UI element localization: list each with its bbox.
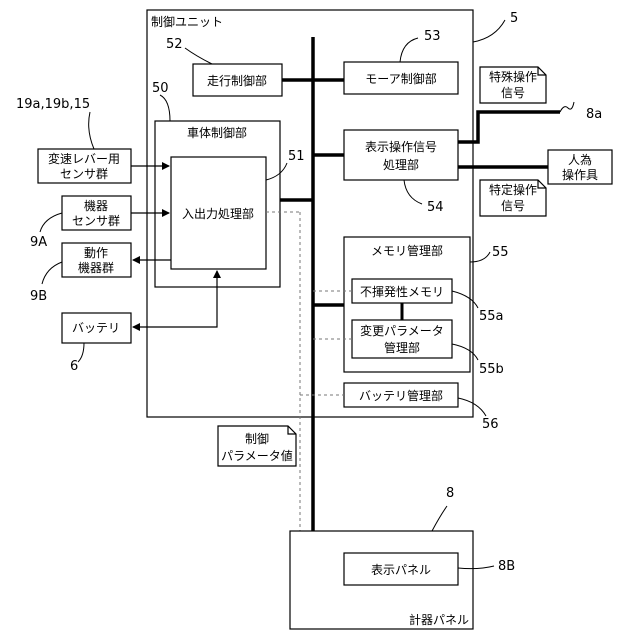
nonvolatile-memory-label: 不揮発性メモリ xyxy=(360,285,444,299)
line-8a-break xyxy=(560,102,574,112)
io-processor-ref: 51 xyxy=(288,149,305,164)
note-special-line-1: 特殊操作 xyxy=(489,69,537,84)
equip-sensor-leader xyxy=(40,213,62,232)
battery-mgmt-label: バッテリ管理部 xyxy=(359,388,443,403)
memory-mgmt-ref: 55 xyxy=(492,245,509,260)
nonvolatile-memory-ref: 55a xyxy=(479,309,504,324)
param-mgmt-ref: 55b xyxy=(479,362,504,377)
human-device-label-2: 操作具 xyxy=(562,167,598,182)
meter-panel-ref: 8 xyxy=(446,486,454,501)
display-signal-label-1: 表示操作信号 xyxy=(365,139,437,154)
equip-sensor-label-1: 機器 xyxy=(84,198,108,213)
human-device-ref: 8a xyxy=(586,107,602,122)
note-params-line-1: 制御 xyxy=(245,431,269,446)
body-control-ref: 50 xyxy=(152,81,169,96)
control-unit-title: 制御ユニット xyxy=(151,14,223,29)
mower-control-ref: 53 xyxy=(424,29,441,44)
actuators-ref: 9B xyxy=(30,289,47,304)
shift-sensor-ref: 19a,19b,15 xyxy=(16,97,90,112)
equip-sensor-ref: 9A xyxy=(30,235,47,250)
note-params-line-2: パラメータ値 xyxy=(221,448,293,463)
shift-sensor-label-1: 変速レバー用 xyxy=(48,151,120,166)
equip-sensor-label-2: センサ群 xyxy=(72,214,120,228)
travel-control-ref: 52 xyxy=(166,37,183,52)
actuators-label-1: 動作 xyxy=(84,246,108,260)
human-device-label-1: 人為 xyxy=(568,153,592,167)
display-panel-ref: 8B xyxy=(498,559,515,574)
meter-panel-title: 計器パネル xyxy=(409,612,469,627)
actuators-leader xyxy=(42,262,62,284)
mower-control-label: モーア制御部 xyxy=(365,71,437,86)
battery-leader xyxy=(78,343,84,362)
body-control-title: 車体制御部 xyxy=(187,125,247,140)
travel-control-label: 走行制御部 xyxy=(207,73,267,88)
note-special-line-2: 信号 xyxy=(501,86,525,100)
io-processor-label: 入出力処理部 xyxy=(182,206,254,221)
display-signal-label-2: 処理部 xyxy=(383,157,419,172)
shift-sensor-leader xyxy=(89,112,94,149)
control-unit-ref: 5 xyxy=(510,11,518,26)
display-panel-label: 表示パネル xyxy=(371,563,431,577)
display-signal-box xyxy=(344,130,458,180)
note-specific-line-2: 信号 xyxy=(501,199,525,213)
param-mgmt-label-1: 変更パラメータ xyxy=(360,323,444,338)
battery-label: バッテリ xyxy=(72,321,120,335)
param-mgmt-label-2: 管理部 xyxy=(384,340,420,355)
actuators-label-2: 機器群 xyxy=(78,260,114,275)
battery-ref: 6 xyxy=(70,359,78,374)
memory-mgmt-title: メモリ管理部 xyxy=(371,243,443,258)
shift-sensor-label-2: センサ群 xyxy=(60,167,108,181)
note-specific-line-1: 特定操作 xyxy=(489,182,537,197)
battery-mgmt-ref: 56 xyxy=(482,417,499,432)
control-unit-leader xyxy=(473,20,505,42)
meter-panel-leader xyxy=(432,506,447,531)
display-signal-ref: 54 xyxy=(427,200,444,215)
